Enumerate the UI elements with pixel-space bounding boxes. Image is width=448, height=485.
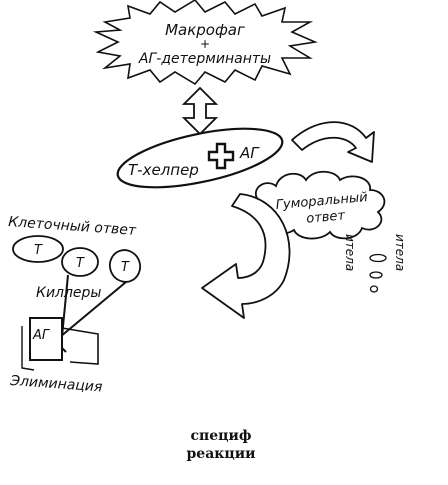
t-helper-ag-label: АГ	[239, 144, 260, 162]
antibody-oval-2	[370, 272, 382, 278]
t-cell-1-label: Т	[34, 243, 43, 258]
t-helper-label: Т-хелпер	[128, 161, 199, 179]
elimination-label: Элиминация	[9, 373, 103, 395]
antibody-oval-3	[371, 286, 378, 292]
t-cell-2-label: Т	[76, 256, 85, 271]
ag-determinants-label: АГ-детерминанты	[138, 51, 271, 67]
curved-arrow-humoral	[292, 122, 374, 162]
killers-label: Киллеры	[36, 285, 102, 301]
curved-arrow-cellular	[202, 194, 290, 318]
bidirectional-arrow	[184, 88, 216, 134]
target-ag-label: АГ	[32, 328, 51, 343]
caption-line2: реакции	[187, 446, 256, 462]
caption-line1: специф	[190, 428, 251, 444]
macrophage-burst: Макрофаг + АГ-детерминанты	[96, 0, 315, 84]
t-cell-3-label: Т	[121, 260, 130, 275]
t-cells-group: Т Т Т	[13, 236, 145, 286]
antibody-label-left: итела	[343, 234, 357, 271]
antibody-label-right: итела	[393, 234, 407, 271]
macrophage-plus: +	[200, 37, 210, 51]
target-cell: АГ	[22, 318, 98, 370]
antibody-oval-1	[370, 255, 386, 262]
cellular-response-label: Клеточный ответ	[8, 214, 138, 239]
antibodies-group: итела итела	[343, 234, 407, 292]
